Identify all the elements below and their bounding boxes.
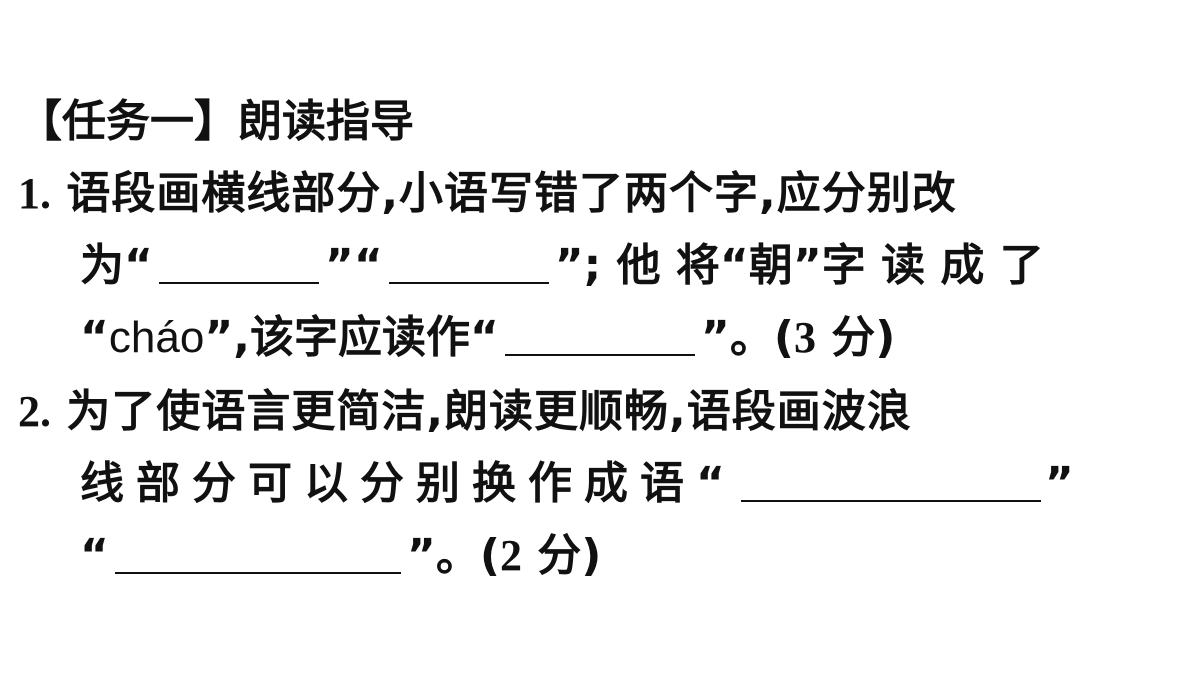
q1-line-3: “cháo”,该字应读作“ ”。(3 分): [80, 312, 895, 364]
q1-blank-1[interactable]: [158, 242, 319, 284]
q2-line-2: 线部分可以分别换作成语“ ”: [80, 458, 1074, 510]
q2-line-1: 2. 为了使语言更简洁,朗读更顺畅,语段画波浪: [18, 386, 912, 438]
q2-line-3: “ ”。(2 分): [80, 530, 601, 582]
task-label: 任务一: [62, 96, 194, 147]
task-close-bracket: 】: [194, 96, 238, 147]
q2-score-unit: 分): [521, 530, 602, 581]
q1-blank-3[interactable]: [504, 314, 695, 356]
q2-text-line-1: 为了使语言更简洁,朗读更顺畅,语段画波浪: [66, 386, 912, 437]
q2-blank-2[interactable]: [114, 532, 401, 574]
task-heading: 【任务一】朗读指导: [18, 96, 414, 148]
q2-text-line-2: 线部分可以分别换作成语“: [80, 458, 737, 509]
q1-score-unit: 分): [815, 312, 896, 363]
task-open-bracket: 【: [18, 96, 62, 147]
q1-line-3-open-quote: “: [80, 312, 109, 363]
q1-text-line-1: 语段画横线部分,小语写错了两个字,应分别改: [66, 168, 957, 219]
q1-line-2-text-a: 为“: [80, 240, 153, 291]
q2-line-3-text-b: ”。(: [406, 530, 500, 581]
q1-line-3-text-b: ”。(: [700, 312, 794, 363]
q2-number: 2.: [18, 387, 51, 436]
q1-line-2: 为“ ”“ ”; 他 将“朝”字 读 成 了: [80, 240, 1044, 292]
q2-line-3-open-quote: “: [80, 530, 109, 581]
task-title: 朗读指导: [238, 96, 414, 147]
q1-number: 1.: [18, 169, 51, 218]
q2-blank-1[interactable]: [740, 460, 1041, 502]
q1-pinyin: cháo: [108, 313, 205, 362]
q1-line-2-text-c: ”; 他 将“朝”字 读 成 了: [554, 240, 1044, 291]
q2-score: 2: [499, 531, 522, 580]
q1-line-3-text-a: ”,该字应读作“: [204, 312, 499, 363]
q1-line-2-text-b: ”“: [324, 240, 383, 291]
q1-line-1: 1. 语段画横线部分,小语写错了两个字,应分别改: [18, 168, 957, 220]
q1-score: 3: [793, 313, 816, 362]
q1-blank-2[interactable]: [388, 242, 549, 284]
q2-line-2-close-quote: ”: [1044, 458, 1074, 509]
